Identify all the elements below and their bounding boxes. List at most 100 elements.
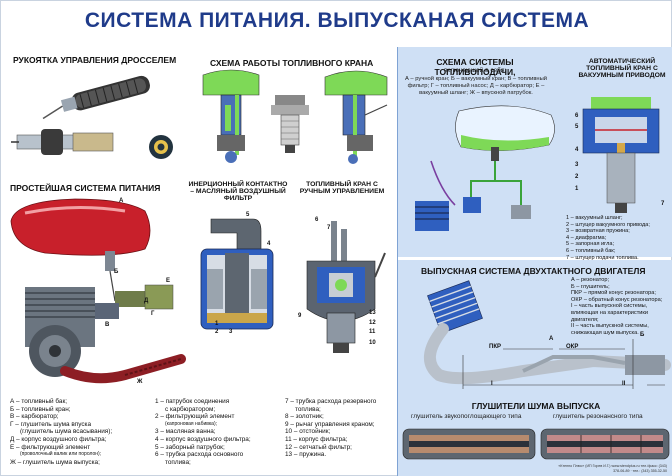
auto-label-4: 4 — [575, 147, 579, 153]
auto-label-7: 7 — [661, 201, 665, 207]
vertical-divider — [397, 47, 398, 476]
air-filter-legend: 1 – патрубок соединения с карбюратором; … — [155, 398, 251, 466]
exhaust-label-okr: ОКР — [566, 344, 579, 350]
label-13: 13 — [369, 310, 376, 316]
auto-cock-title: АВТОМАТИЧЕСКИЙ ТОПЛИВНЫЙ КРАН С ВАКУУМНЫ… — [578, 58, 666, 79]
legend-item: 5 – заборный патрубок; — [155, 443, 225, 451]
exhaust-label-i: I — [491, 381, 493, 387]
exhaust-legend-item: А – резонатор; — [571, 277, 610, 283]
fuel-cock-scheme-title: СХЕМА РАБОТЫ ТОПЛИВНОГО КРАНА — [210, 58, 374, 68]
exhaust-legend-item: II – часть выпускной системы, снижающая … — [571, 323, 649, 336]
throttle-grip-diagram — [11, 75, 173, 159]
fuel-supply-title: СХЕМА СИСТЕМЫ ТОПЛИВОПОДАЧИ, — [434, 57, 516, 77]
manual-cock-title: ТОПЛИВНЫЙ КРАН С РУЧНЫМ УПРАВЛЕНИЕМ — [299, 181, 385, 195]
cock-1 — [202, 69, 260, 163]
legend-item: Б – топливный кран; — [10, 405, 71, 413]
exhaust-legend-item: ПКР – прямой конус резонатора; — [571, 290, 656, 297]
auto-legend-item: 6 – топливный бак; — [566, 247, 616, 254]
exhaust-label-a: А — [549, 336, 554, 342]
legend-item: 7 – трубка расхода резервного — [285, 398, 377, 405]
label-12: 12 — [369, 320, 376, 326]
auto-cock-legend: 1 – вакуумный шланг; 2 – штуцер вакуумно… — [566, 215, 650, 261]
label-carb: В — [105, 322, 110, 328]
fuel-supply-diagram — [415, 105, 555, 231]
manual-cock-legend: 7 – трубка расхода резервного топлива; 8… — [285, 398, 376, 459]
simple-system-legend: А – топливный бак; Б – топливный кран; В… — [10, 398, 112, 466]
absorb-muffler — [402, 428, 536, 460]
mufflers-diagram — [402, 428, 670, 460]
legend-item: 1 – патрубок соединения — [155, 398, 230, 405]
auto-label-1: 1 — [575, 186, 579, 192]
exhaust-legend: А – резонатор; Б – глушитель; ПКР – прям… — [571, 277, 669, 336]
fuel-cock-scheme-diagram — [202, 69, 388, 164]
credit-footer: «Ктенно Плюс» (ИП Горев И.Г.) www.stendp… — [558, 464, 667, 473]
legend-item: 12 – сетчатый фильтр; — [285, 443, 352, 451]
label-2: 2 — [215, 329, 219, 335]
auto-label-6: 6 — [575, 113, 579, 119]
label-10: 10 — [369, 340, 376, 346]
exhaust-legend-item: Б – глушитель; — [571, 283, 610, 290]
label-1: 1 — [215, 321, 219, 327]
air-filter-title: ИНЕРЦИОННЫЙ КОНТАКТНО – МАСЛЯНЫЙ ВОЗДУШН… — [188, 181, 288, 202]
manual-cock-diagram — [306, 221, 386, 353]
label-7: 7 — [327, 225, 331, 231]
auto-legend-item: 5 – запорная игла; — [566, 241, 615, 248]
auto-legend-item: 3 – возвратная пружина; — [566, 228, 630, 235]
label-tank: А — [119, 198, 124, 204]
reson-muffler — [540, 428, 670, 460]
cock-2 — [271, 95, 309, 153]
exhaust-label-ii: II — [622, 381, 626, 387]
legend-item: Е – фильтрующий элемент — [10, 443, 91, 451]
auto-label-5: 5 — [575, 124, 579, 130]
legend-item: топлива; — [295, 405, 321, 413]
simple-system-diagram — [10, 198, 186, 384]
fuel-supply-subtitle: включающей в себя: — [443, 67, 507, 74]
legend-item: Д – корпус воздушного фильтра; — [10, 435, 107, 443]
label-5: 5 — [246, 212, 250, 218]
label-6: 6 — [315, 217, 319, 223]
label-11: 11 — [369, 329, 376, 335]
label-cock: Б — [114, 269, 119, 275]
label-silencer: Г — [151, 311, 155, 317]
label-element: Е — [166, 278, 171, 284]
exhaust-system-title: ВЫПУСКНАЯ СИСТЕМА ДВУХТАКТНОГО ДВИГАТЕЛЯ — [421, 266, 646, 276]
engine-small — [415, 201, 449, 231]
engine-block — [25, 287, 95, 377]
legend-item: В – карбюратор; — [10, 413, 59, 421]
legend-item: 11 – корпус фильтра; — [285, 435, 348, 443]
legend-item: 8 – золотник; — [285, 413, 324, 421]
muffler-reson-label: глушитель резонансного типа — [553, 413, 643, 420]
fuel-supply-desc: А – ручной кран; Б – вакуумный кран; В –… — [404, 76, 548, 96]
cylinder — [427, 280, 483, 334]
auto-legend-item: 4 – диафрагма; — [566, 234, 607, 241]
air-filter-diagram — [200, 218, 274, 330]
label-4: 4 — [267, 241, 271, 247]
auto-label-3: 3 — [575, 162, 579, 168]
legend-item: 3 – масляная ванна; — [155, 428, 216, 436]
exhaust-diagram — [424, 280, 671, 389]
exhaust-legend-item: I – часть выпускной системы, влияющая на… — [571, 303, 648, 323]
label-filter: Д — [144, 298, 149, 304]
legend-item: Г – глушитель шума впуска — [10, 420, 92, 428]
cock-3 — [324, 70, 388, 164]
legend-item: (проволочный валик или поролон); — [20, 451, 102, 458]
legend-item: (капроновая набивка); — [165, 420, 218, 427]
legend-item: (глушитель шума всасывания); — [20, 428, 113, 436]
legend-item: топлива; — [165, 458, 191, 466]
legend-item: А – топливный бак; — [10, 398, 68, 405]
mufflers-title: ГЛУШИТЕЛИ ШУМА ВЫПУСКА — [471, 401, 601, 411]
legend-item: 6 – трубка расхода основного — [155, 451, 244, 459]
exhaust-label-pkr: ПКР — [489, 344, 501, 350]
label-3: 3 — [229, 329, 233, 335]
legend-item: 2 – фильтрующий элемент — [155, 413, 235, 421]
legend-item: Ж – глушитель шума выпуска; — [10, 458, 100, 466]
legend-item: 13 – пружина. — [285, 451, 327, 459]
auto-legend-item: 7 – штуцер подачи топлива. — [566, 254, 639, 261]
legend-item: 9 – рычаг управления краном; — [285, 420, 375, 428]
auto-legend-item: 2 – штуцер вакуумного привода; — [566, 221, 650, 228]
muffler-absorb-label: глушитель звукопоглощающего типа — [411, 413, 522, 420]
label-9: 9 — [298, 313, 302, 319]
label-exhaust: Ж — [137, 379, 143, 385]
exhaust-label-b: Б — [640, 332, 645, 338]
